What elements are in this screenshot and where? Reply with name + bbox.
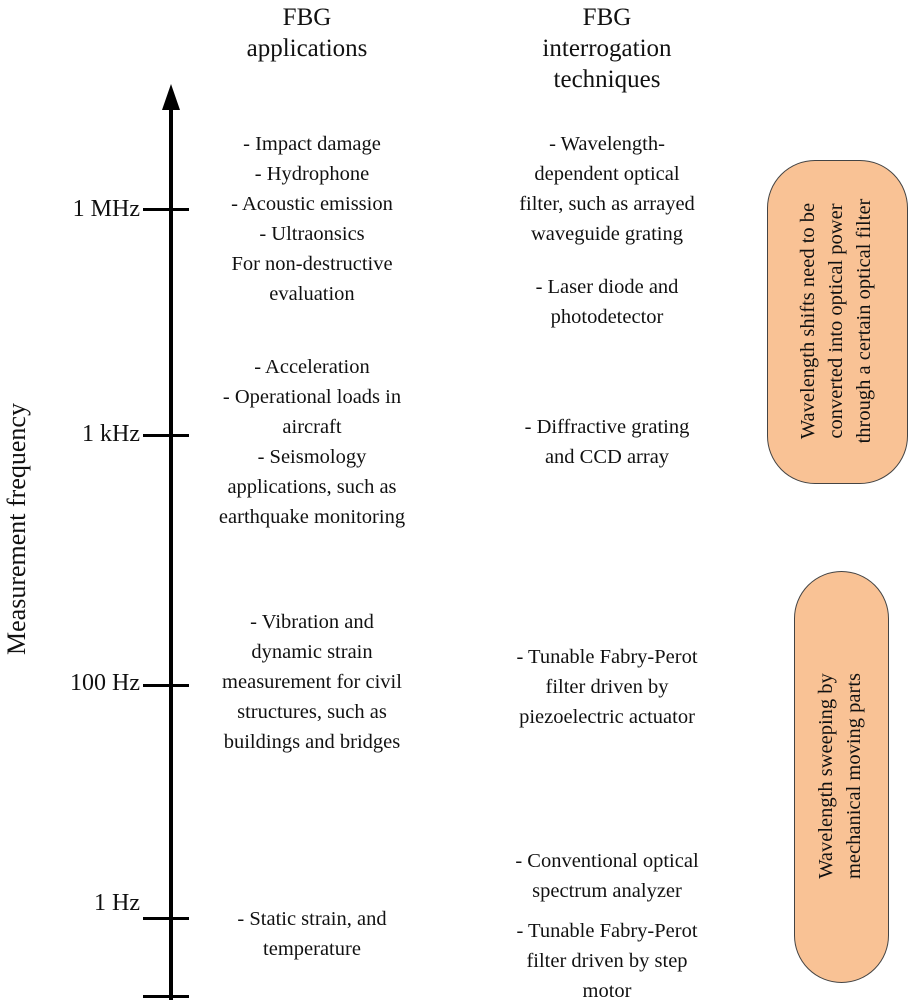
application-static: - Static strain, and temperature bbox=[192, 904, 432, 964]
technique-wavelength-filter: - Wavelength- dependent optical filter, … bbox=[487, 129, 727, 249]
technique-fabry-perot-piezo: - Tunable Fabry-Perot filter driven by p… bbox=[487, 642, 727, 732]
text-line: converted into optical power bbox=[825, 203, 847, 439]
text-line: Wavelength shifts need to be bbox=[797, 202, 819, 440]
text-line: structures, such as bbox=[237, 701, 387, 723]
text-line: mechanical moving parts bbox=[843, 672, 865, 880]
text-line: measurement for civil bbox=[222, 671, 402, 693]
tick-1khz bbox=[143, 434, 189, 437]
applications-header: FBG applications bbox=[207, 2, 407, 64]
header-line: techniques bbox=[553, 66, 661, 93]
tick-bottom bbox=[143, 995, 189, 998]
frequency-axis bbox=[169, 104, 173, 1000]
technique-diffractive-grating: - Diffractive grating and CCD array bbox=[487, 412, 727, 472]
text-line: temperature bbox=[263, 938, 361, 960]
text-line: - Wavelength- bbox=[549, 133, 665, 155]
tick-1hz bbox=[143, 917, 189, 920]
text-line: evaluation bbox=[269, 283, 355, 305]
text-line: photodetector bbox=[550, 306, 664, 328]
text-line: applications, such as bbox=[227, 476, 397, 498]
text-line: buildings and bridges bbox=[223, 731, 401, 753]
interrogation-header: FBG interrogation techniques bbox=[507, 2, 707, 95]
text-line: through a certain optical filter bbox=[853, 198, 875, 444]
technique-fabry-perot-step: - Tunable Fabry-Perot filter driven by s… bbox=[487, 916, 727, 1006]
application-high-frequency: - Impact damage - Hydrophone - Acoustic … bbox=[192, 129, 432, 309]
header-line: interrogation bbox=[542, 35, 672, 62]
text-line: - Static strain, and bbox=[237, 908, 387, 930]
text-line: and CCD array bbox=[544, 446, 670, 468]
group-label-optical-filter: Wavelength shifts need to be converted i… bbox=[794, 160, 880, 482]
text-line: filter, such as arrayed bbox=[519, 193, 695, 215]
text-line: - Acoustic emission bbox=[231, 193, 393, 215]
text-line: - Seismology bbox=[257, 446, 367, 468]
text-line: - Diffractive grating bbox=[524, 416, 690, 438]
text-line: aircraft bbox=[282, 416, 342, 438]
tick-100hz bbox=[143, 684, 189, 687]
text-line: - Hydrophone bbox=[254, 163, 370, 185]
application-khz: - Acceleration - Operational loads in ai… bbox=[192, 352, 432, 532]
text-line: - Conventional optical bbox=[515, 850, 699, 872]
technique-laser-diode: - Laser diode and photodetector bbox=[487, 272, 727, 332]
text-line: motor bbox=[582, 980, 632, 1002]
text-line: Wavelength sweeping by bbox=[815, 673, 837, 879]
text-line: filter driven by bbox=[545, 676, 669, 698]
technique-osa: - Conventional optical spectrum analyzer bbox=[487, 846, 727, 906]
text-line: - Tunable Fabry-Perot bbox=[516, 920, 698, 942]
text-line: - Ultraonsics bbox=[259, 223, 365, 245]
text-line: - Acceleration bbox=[254, 356, 370, 378]
text-line: spectrum analyzer bbox=[532, 880, 682, 902]
text-line: - Tunable Fabry-Perot bbox=[516, 646, 698, 668]
group-pill-optical-filter bbox=[767, 160, 908, 484]
group-pill-mechanical bbox=[794, 571, 889, 983]
group-label-mechanical: Wavelength sweeping by mechanical moving… bbox=[812, 571, 868, 981]
axis-title: Measurement frequency bbox=[2, 403, 31, 655]
tick-1mhz bbox=[143, 208, 189, 211]
text-line: dynamic strain bbox=[251, 641, 373, 663]
text-line: piezoelectric actuator bbox=[519, 706, 695, 728]
header-line: FBG bbox=[582, 4, 632, 31]
text-line: filter driven by step bbox=[526, 950, 688, 972]
tick-label-1mhz: 1 MHz bbox=[72, 196, 140, 222]
axis-arrow-icon bbox=[162, 84, 180, 110]
text-line: dependent optical bbox=[534, 163, 680, 185]
tick-label-100hz: 100 Hz bbox=[70, 670, 140, 696]
text-line: waveguide grating bbox=[531, 223, 683, 245]
application-100hz: - Vibration and dynamic strain measureme… bbox=[192, 607, 432, 757]
text-line: - Vibration and bbox=[250, 611, 374, 633]
text-line: For non-destructive bbox=[231, 253, 393, 275]
tick-label-1hz: 1 Hz bbox=[94, 890, 140, 916]
header-line: applications bbox=[246, 35, 368, 62]
tick-label-1khz: 1 kHz bbox=[82, 421, 140, 447]
text-line: - Impact damage bbox=[243, 133, 381, 155]
text-line: - Laser diode and bbox=[535, 276, 679, 298]
text-line: - Operational loads in bbox=[222, 386, 402, 408]
text-line: earthquake monitoring bbox=[218, 506, 406, 528]
header-line: FBG bbox=[282, 4, 332, 31]
